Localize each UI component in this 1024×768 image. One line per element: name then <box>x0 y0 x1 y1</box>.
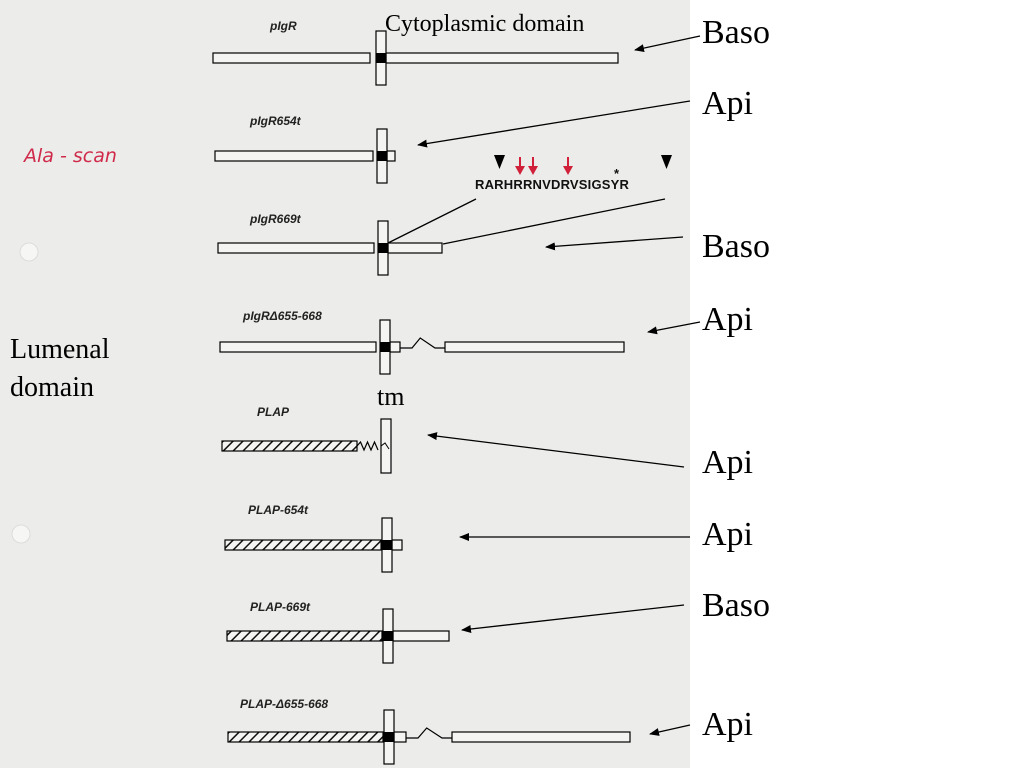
construct-row: pIgR Baso <box>212 14 770 86</box>
sequence-star: * <box>614 166 620 181</box>
cytoplasmic-domain <box>385 52 619 64</box>
sorting-outcome-label: Api <box>702 706 753 743</box>
cytoplasmic-domain <box>392 630 450 642</box>
sequence-zoom-line-left <box>385 198 477 245</box>
construct-name: pIgR <box>269 19 297 33</box>
deletion-loop <box>406 727 452 739</box>
construct-name: PLAP-669t <box>250 600 311 614</box>
cytoplasmic-domain <box>387 242 443 254</box>
lumenal-domain <box>214 150 374 162</box>
cytoplasmic-domain <box>386 150 396 162</box>
construct-name: pIgR654t <box>249 114 302 128</box>
sequence-end-marker <box>661 155 672 169</box>
mutation-arrow <box>563 157 573 175</box>
outcome-arrow <box>545 236 684 251</box>
cytoplasmic-domain <box>393 731 407 743</box>
plap-lumenal-domain <box>224 539 382 551</box>
sorting-outcome-label: Api <box>702 516 753 553</box>
lumenal-domain-label-line2: domain <box>10 372 94 403</box>
construct-row: PLAP Api <box>221 405 753 481</box>
tm-label: tm <box>377 382 404 411</box>
construct-row: pIgR654t Api <box>214 85 753 184</box>
mutation-arrow <box>515 157 525 175</box>
construct-name: pIgRΔ655-668 <box>242 309 322 323</box>
sorting-outcome-label: Baso <box>702 228 770 265</box>
outcome-arrow <box>417 100 691 148</box>
outcome-arrow <box>461 604 685 633</box>
sorting-outcome-label: Baso <box>702 587 770 624</box>
mutation-arrow <box>528 157 538 175</box>
lumenal-domain <box>212 52 371 64</box>
construct-name: PLAP-654t <box>248 503 309 517</box>
plap-lumenal-domain <box>226 630 383 642</box>
gpi-anchor-zigzag-inner <box>380 442 390 450</box>
sequence-zoom-line-right <box>442 198 666 245</box>
outcome-arrow <box>634 35 701 53</box>
cytoplasmic-domain-distal <box>451 731 631 743</box>
lumenal-domain <box>217 242 375 254</box>
membrane-junction-block <box>376 53 386 63</box>
gpi-anchor-zigzag <box>356 440 379 452</box>
construct-row: PLAP-669t Baso <box>226 587 770 664</box>
membrane-junction-block <box>382 540 392 550</box>
construct-name: PLAP-Δ655-668 <box>240 697 328 711</box>
membrane-junction-block <box>378 243 388 253</box>
ala-scan-handwriting: Ala - scan <box>22 145 117 167</box>
cytoplasmic-domain-distal <box>444 341 625 353</box>
sequence-label: RARHRRNVDRVSIGSYR <box>475 177 630 192</box>
punch-hole <box>19 242 39 262</box>
membrane-junction-block <box>380 342 390 352</box>
transmembrane-segment <box>380 418 392 474</box>
lumenal-domain <box>219 341 377 353</box>
outcome-arrow <box>647 321 701 335</box>
sequence-start-marker <box>494 155 505 169</box>
plap-lumenal-domain <box>221 440 358 452</box>
construct-name: PLAP <box>257 405 290 419</box>
construct-row: pIgRΔ655-668 Api <box>219 301 753 375</box>
outcome-arrow <box>427 432 685 468</box>
outcome-arrow <box>649 724 691 736</box>
construct-name: pIgR669t <box>249 212 302 226</box>
membrane-junction-block <box>383 631 393 641</box>
cytoplasmic-domain <box>391 539 403 551</box>
sorting-outcome-label: Baso <box>702 14 770 51</box>
sorting-outcome-label: Api <box>702 301 753 338</box>
deletion-loop <box>400 337 445 349</box>
cytoplasmic-domain-label: Cytoplasmic domain <box>385 11 584 37</box>
sorting-outcome-label: Api <box>702 444 753 481</box>
plap-lumenal-domain <box>227 731 384 743</box>
cytoplasmic-domain <box>389 341 401 353</box>
punch-hole <box>11 524 31 544</box>
sorting-outcome-label: Api <box>702 85 753 122</box>
membrane-junction-block <box>377 151 387 161</box>
lumenal-domain-label-line1: Lumenal <box>10 334 110 365</box>
membrane-junction-block <box>384 732 394 742</box>
